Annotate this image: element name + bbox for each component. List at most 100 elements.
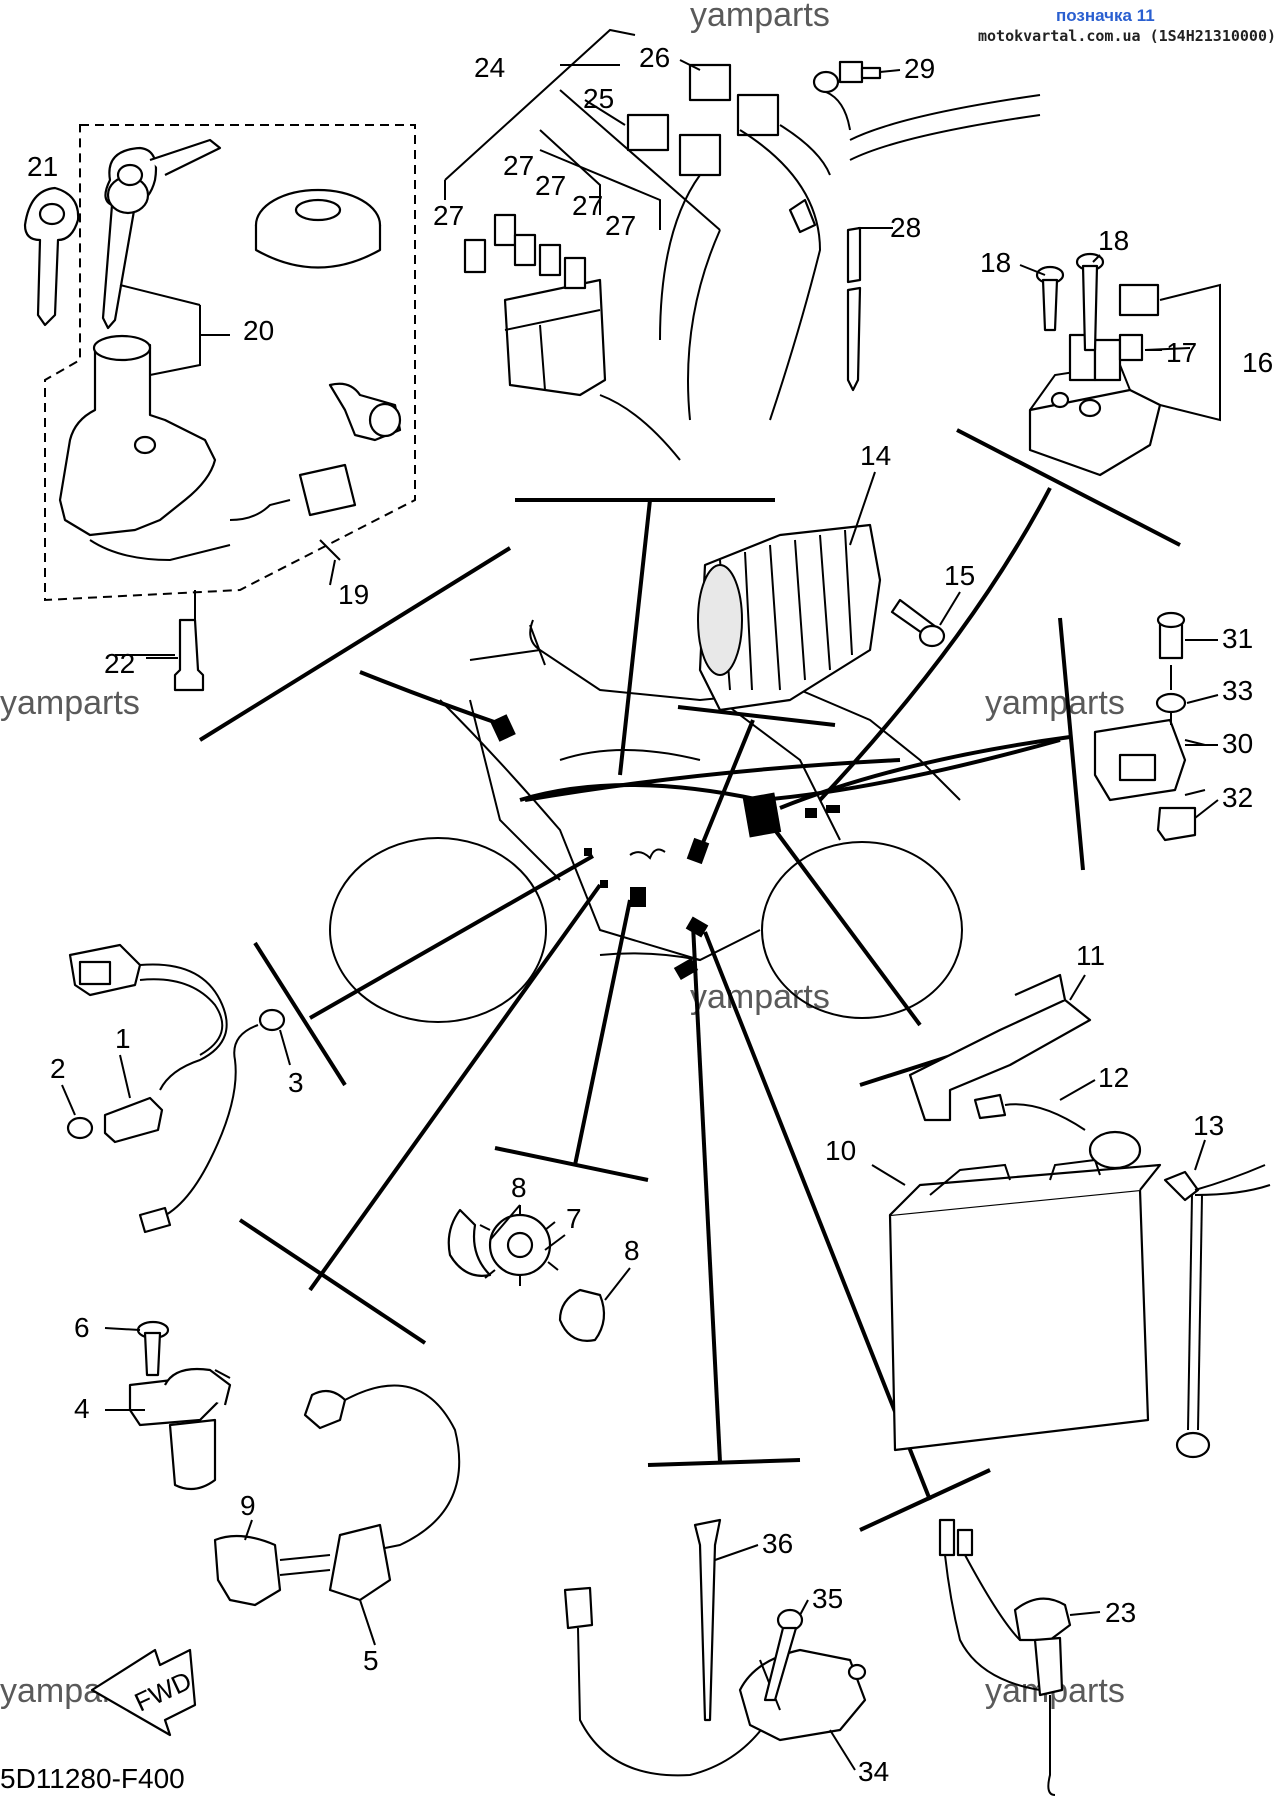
leader-lines bbox=[198, 428, 1181, 1532]
watermark-center: yamparts bbox=[690, 978, 830, 1016]
switch-23-icon bbox=[1013, 1597, 1072, 1642]
bolt-18b-icon bbox=[1081, 264, 1099, 352]
callout-1: 1 bbox=[115, 1023, 131, 1054]
callout-27a: 27 bbox=[503, 150, 534, 181]
callout-33: 33 bbox=[1222, 675, 1253, 706]
fuse-27c-icon bbox=[513, 233, 537, 267]
band-28-icon bbox=[846, 226, 862, 284]
bracket-11-icon bbox=[908, 998, 1092, 1122]
watermark-right: yamparts bbox=[985, 684, 1125, 722]
relay-34-icon bbox=[738, 1648, 867, 1742]
battery-10-icon bbox=[888, 1188, 1150, 1452]
callout-5: 5 bbox=[363, 1645, 379, 1676]
bolt-18a-icon bbox=[1041, 278, 1059, 332]
lead-23b-icon bbox=[956, 1528, 974, 1557]
callout-6: 6 bbox=[74, 1312, 90, 1343]
lead-23a-icon bbox=[938, 1518, 956, 1557]
callout-12: 12 bbox=[1098, 1062, 1129, 1093]
sensor-30-assembly bbox=[1093, 611, 1206, 842]
circlip-8a-icon bbox=[447, 1208, 492, 1277]
callout-17: 17 bbox=[1166, 337, 1197, 368]
watermark-left: yamparts bbox=[0, 684, 140, 722]
callout-36: 36 bbox=[762, 1528, 793, 1559]
fuse-17-icon bbox=[1118, 333, 1144, 362]
coupler-9-icon bbox=[213, 1534, 282, 1607]
relay-26-icon bbox=[688, 63, 732, 102]
lead-13-icon bbox=[1163, 1170, 1200, 1202]
callout-31: 31 bbox=[1222, 623, 1253, 654]
callout-29: 29 bbox=[904, 53, 935, 84]
sensor-1-assembly bbox=[66, 943, 286, 1234]
coupler-5-icon bbox=[303, 1389, 347, 1430]
bolt-22-icon bbox=[173, 618, 205, 692]
callout-18b: 18 bbox=[1098, 225, 1129, 256]
callout-32: 32 bbox=[1222, 782, 1253, 813]
terminal-29-icon bbox=[812, 70, 840, 94]
fuse-27a-icon bbox=[463, 238, 487, 274]
callout-28: 28 bbox=[890, 212, 921, 243]
terminal-12-icon bbox=[973, 1093, 1007, 1120]
callout-labels: 1 2 3 4 5 6 7 8 8 9 10 11 12 13 14 15 16… bbox=[27, 42, 1273, 1787]
callout-8b: 8 bbox=[624, 1235, 640, 1266]
watermark-top: yamparts bbox=[690, 0, 830, 34]
callout-22: 22 bbox=[104, 648, 135, 679]
callout-27c: 27 bbox=[572, 190, 603, 221]
battery-assembly bbox=[888, 973, 1271, 1459]
coupler-icon bbox=[298, 463, 357, 517]
fwd-arrow-icon: FWD bbox=[90, 1648, 196, 1737]
terminal-3-icon bbox=[258, 1008, 286, 1032]
callout-19: 19 bbox=[338, 579, 369, 610]
callout-10: 10 bbox=[825, 1135, 856, 1166]
callout-27e: 27 bbox=[605, 210, 636, 241]
callout-15: 15 bbox=[944, 560, 975, 591]
washer-33-icon bbox=[1155, 692, 1187, 714]
callout-3: 3 bbox=[288, 1067, 304, 1098]
starter-relay-assembly bbox=[1028, 252, 1221, 477]
fuse-27d-icon bbox=[538, 243, 562, 277]
callout-30: 30 bbox=[1222, 728, 1253, 759]
callout-7: 7 bbox=[566, 1203, 582, 1234]
key-21-icon bbox=[23, 186, 80, 327]
connector-28-icon bbox=[788, 198, 817, 234]
fuse-box-icon bbox=[503, 278, 607, 397]
callout-4: 4 bbox=[74, 1393, 90, 1424]
relay-26b-icon bbox=[736, 93, 780, 137]
callout-26: 26 bbox=[639, 42, 670, 73]
relay-25b-icon bbox=[678, 133, 722, 177]
callout-18a: 18 bbox=[980, 247, 1011, 278]
callout-8a: 8 bbox=[511, 1172, 527, 1203]
gear-sensor-assembly bbox=[128, 1205, 606, 1607]
relay-25-icon bbox=[626, 113, 670, 152]
callout-16: 16 bbox=[1242, 347, 1273, 378]
fuse-16-icon bbox=[1118, 283, 1160, 317]
callout-27d: 27 bbox=[433, 200, 464, 231]
callout-23: 23 bbox=[1105, 1597, 1136, 1628]
callout-14: 14 bbox=[860, 440, 891, 471]
ignition-switch-assembly bbox=[23, 124, 416, 692]
callout-24: 24 bbox=[474, 52, 505, 83]
callout-20: 20 bbox=[243, 315, 274, 346]
circlip-8b-icon bbox=[558, 1288, 606, 1342]
fuse-27b-icon bbox=[493, 213, 517, 247]
rectifier-assembly bbox=[697, 523, 946, 712]
callout-9: 9 bbox=[240, 1490, 256, 1521]
callout-35: 35 bbox=[812, 1583, 843, 1614]
callout-leaders bbox=[61, 59, 1219, 1771]
diagram-code: 5D11280-F400 bbox=[0, 1763, 185, 1794]
callout-2: 2 bbox=[50, 1053, 66, 1084]
oring-2-icon bbox=[66, 1116, 94, 1140]
sensor-1-icon bbox=[103, 1096, 164, 1144]
clip-32-icon bbox=[1156, 806, 1197, 842]
header-label: позначка 11 bbox=[1056, 6, 1155, 25]
header-source: motokvartal.com.ua (1S4H21310000) bbox=[978, 27, 1277, 45]
callout-13: 13 bbox=[1193, 1110, 1224, 1141]
fuse-box-assembly bbox=[444, 28, 1041, 461]
callout-21: 21 bbox=[27, 151, 58, 182]
fuse-27e-icon bbox=[563, 256, 587, 290]
lower-parts-assembly bbox=[563, 1518, 1072, 1796]
callout-34: 34 bbox=[858, 1756, 889, 1787]
coupler-34-icon bbox=[563, 1586, 594, 1630]
connector-5-icon bbox=[328, 1523, 392, 1602]
band-36-icon bbox=[693, 1518, 722, 1722]
